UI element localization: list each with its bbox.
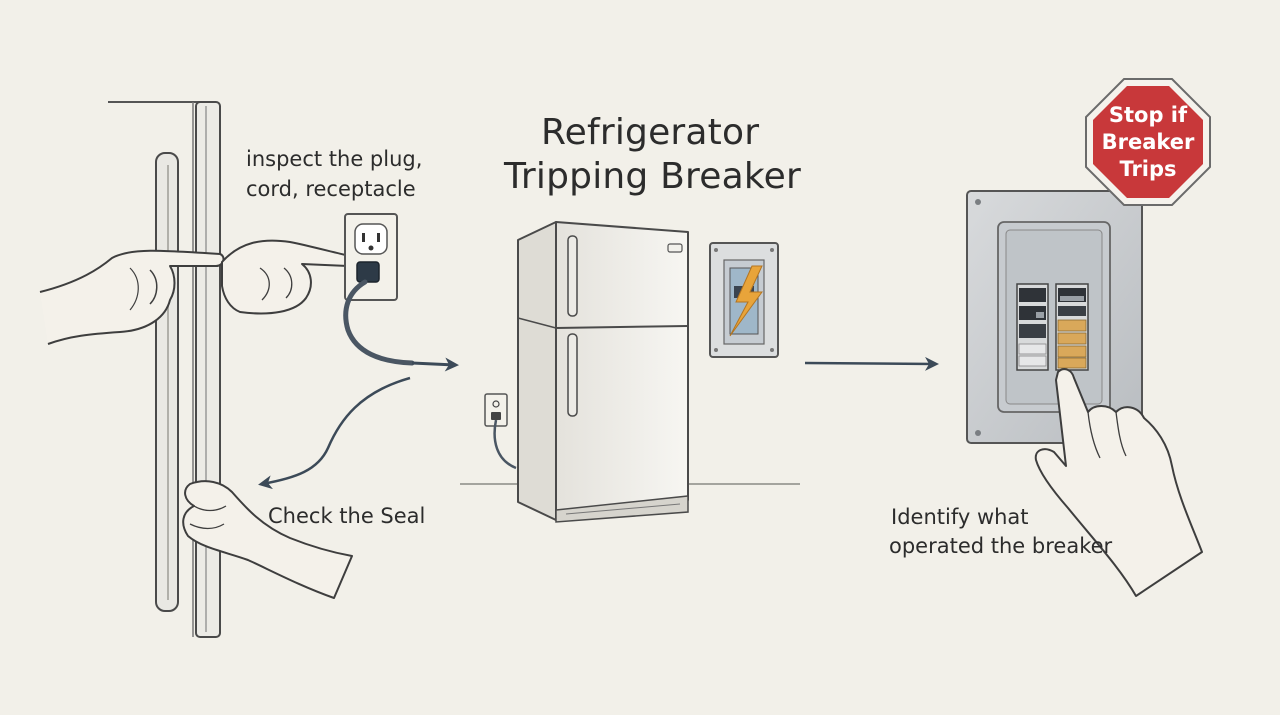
identify-note-line1: Identify what (891, 505, 1029, 529)
refrigerator-icon (517, 221, 689, 523)
outlet-icon (344, 213, 398, 301)
hand-icon (182, 480, 353, 599)
lightning-bolt-icon (729, 265, 763, 337)
page-title-line1: Refrigerator (541, 112, 760, 153)
hand-icon (39, 249, 225, 345)
stop-sign-icon (1085, 78, 1211, 206)
inspect-note-line2: cord, receptacle (246, 177, 416, 201)
breaker-tripping-icon (709, 242, 779, 358)
stop-sign-line2: Breaker (1101, 130, 1195, 154)
inspect-note-line1: inspect the plug, (246, 147, 423, 171)
stop-sign-line3: Trips (1119, 157, 1177, 181)
check-seal-note: Check the Seal (268, 504, 426, 528)
hand-icon (221, 239, 355, 315)
page-title-line2: Tripping Breaker (504, 156, 801, 197)
outlet-icon (484, 393, 517, 470)
arrow-icon (258, 376, 411, 490)
arrow-icon (804, 356, 939, 371)
hand-icon (1034, 368, 1203, 597)
door-handle (155, 152, 179, 612)
stop-sign-line1: Stop if (1108, 103, 1188, 127)
plug-icon (343, 261, 415, 366)
arrow-icon (411, 357, 459, 372)
identify-note-line2: operated the breaker (889, 534, 1113, 558)
breaker-panel-icon (966, 190, 1143, 444)
